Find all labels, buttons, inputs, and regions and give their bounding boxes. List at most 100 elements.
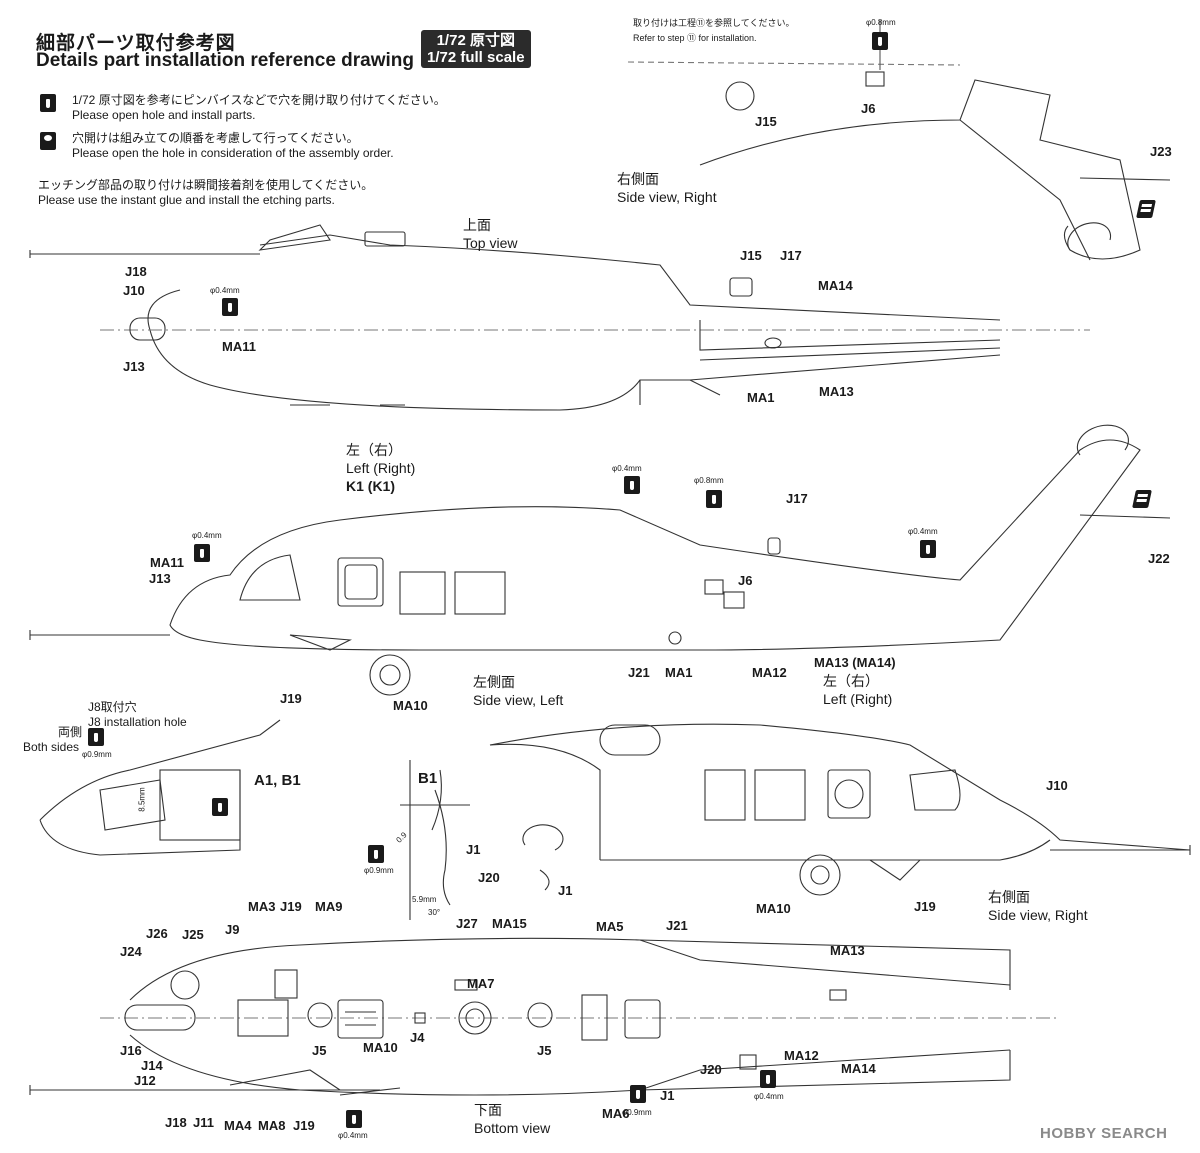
drill-icon: [706, 490, 722, 508]
view-left-right-2-jp: 左（右）: [823, 673, 879, 689]
drill-icon: [368, 845, 384, 863]
drill-size-04-c: φ0.4mm: [908, 527, 938, 536]
scale-jp: 1/72 原寸図: [436, 32, 515, 49]
order-icon: [40, 132, 56, 150]
view-side-right-tail: 右側面 Side view, Right: [617, 170, 717, 206]
drill-icon: [624, 476, 640, 494]
tail-note-jp: 取り付けは工程⑪を参照してください。: [633, 18, 795, 28]
view-side-right-tail-jp: 右側面: [617, 171, 659, 187]
hobby-search-watermark: HOBBY SEARCH: [1040, 1125, 1168, 1142]
tail-right-drawing: [627, 20, 1171, 261]
label-j21: J21: [628, 665, 650, 680]
view-side-right: 右側面 Side view, Right: [988, 888, 1088, 924]
label-j21-bottom: J21: [666, 918, 688, 933]
drill-icon: [222, 298, 238, 316]
label-j15-top: J15: [740, 248, 762, 263]
label-ma10-bottom: MA10: [363, 1040, 398, 1055]
scale-en: 1/72 full scale: [427, 49, 525, 66]
drill-size-08-a: φ0.8mm: [866, 18, 896, 27]
drill-icon: [920, 540, 936, 558]
j8-install: J8取付穴 J8 installation hole: [88, 700, 187, 730]
label-ma4: MA4: [224, 1118, 252, 1133]
note-3-jp: エッチング部品の取り付けは瞬間接着剤を使用してください。: [38, 178, 374, 192]
label-j5-b: J5: [537, 1043, 552, 1058]
label-j14: J14: [141, 1058, 163, 1073]
drill-size-09-c: φ0.9mm: [622, 1108, 652, 1117]
note-1-en: Please open hole and install parts.: [72, 108, 256, 122]
label-ma7: MA7: [467, 976, 495, 991]
view-left-right-2-en: Left (Right): [823, 691, 893, 707]
scale-badge: 1/72 原寸図 1/72 full scale: [421, 30, 531, 68]
side-left-drawing: [29, 424, 1171, 696]
label-j26: J26: [146, 926, 168, 941]
note-2: 穴開けは組み立ての順番を考慮して行ってください。 Please open the…: [72, 131, 394, 161]
view-side-right-jp: 右側面: [988, 889, 1030, 905]
view-bottom-jp: 下面: [474, 1102, 502, 1118]
note-2-en: Please open the hole in consideration of…: [72, 146, 394, 160]
label-ma10: MA10: [393, 698, 428, 713]
both-sides-en: Both sides: [23, 740, 80, 754]
label-j27: J27: [456, 916, 478, 931]
view-left-right-2: 左（右） Left (Right): [823, 672, 892, 708]
label-j1-bottom: J1: [660, 1088, 675, 1103]
view-side-left-en: Side view, Left: [473, 692, 564, 708]
dim-30: 30°: [428, 908, 441, 917]
note-3: エッチング部品の取り付けは瞬間接着剤を使用してください。 Please use …: [38, 178, 373, 208]
dim-59: 5.9mm: [412, 895, 437, 904]
label-ma15: MA15: [492, 916, 527, 931]
label-j17-side: J17: [786, 491, 808, 506]
note-1: 1/72 原寸図を参考にピンバイスなどで穴を開け取り付けてください。 Pleas…: [72, 93, 446, 123]
label-j15: J15: [755, 114, 777, 129]
drill-size-04-f: φ0.4mm: [338, 1131, 368, 1140]
label-j19: J19: [280, 691, 302, 706]
label-ma3: MA3: [248, 899, 276, 914]
top-view-drawing: [29, 224, 1090, 411]
label-ma10-right: MA10: [756, 901, 791, 916]
drill-size-09-a: φ0.9mm: [82, 750, 112, 759]
label-j10-right: J10: [1046, 778, 1068, 793]
label-j1-b: J1: [558, 883, 573, 898]
j8-install-jp: J8取付穴: [88, 700, 137, 714]
view-side-left-jp: 左側面: [473, 674, 515, 690]
drill-size-04-a: φ0.4mm: [210, 286, 240, 295]
title-en: Details part installation reference draw…: [36, 50, 414, 71]
view-top: 上面 Top view: [463, 216, 517, 252]
view-top-en: Top view: [463, 235, 518, 251]
label-ma9: MA9: [315, 899, 343, 914]
tail-note-en: Refer to step ⑪ for installation.: [633, 33, 757, 43]
drill-icon: [88, 728, 104, 746]
label-ma14-bottom: MA14: [841, 1061, 876, 1076]
drill-size-04-d: φ0.4mm: [192, 531, 222, 540]
drill-size-04-b: φ0.4mm: [612, 464, 642, 473]
label-j5-a: J5: [312, 1043, 327, 1058]
j8-install-en: J8 installation hole: [88, 715, 187, 729]
view-bottom-en: Bottom view: [474, 1120, 551, 1136]
label-j25: J25: [182, 927, 204, 942]
drill-size-04-e: φ0.4mm: [754, 1092, 784, 1101]
label-j4: J4: [410, 1030, 425, 1045]
label-ma11: MA11: [222, 339, 256, 354]
label-j24: J24: [120, 944, 142, 959]
tail-note: 取り付けは工程⑪を参照してください。 Refer to step ⑪ for i…: [633, 16, 794, 46]
label-j19-bottom-2: J19: [293, 1118, 315, 1133]
label-j18: J18: [125, 264, 147, 279]
label-j16: J16: [120, 1043, 142, 1058]
drill-icon: [194, 544, 210, 562]
drill-icon: [872, 32, 888, 50]
label-ma13-bottom: MA13: [830, 943, 865, 958]
label-j17: J17: [780, 248, 802, 263]
label-j6: J6: [861, 101, 876, 116]
drill-size-09-b: φ0.9mm: [364, 866, 394, 875]
b1-detail-drawing: [400, 760, 564, 920]
j8-nose-drawing: [39, 719, 281, 856]
note-3-en: Please use the instant glue and install …: [38, 193, 335, 207]
label-ma8: MA8: [258, 1118, 286, 1133]
view-side-right-tail-en: Side view, Right: [617, 189, 717, 205]
view-top-jp: 上面: [463, 217, 491, 233]
label-ma12: MA12: [752, 665, 787, 680]
label-j23: J23: [1150, 144, 1172, 159]
label-j9: J9: [225, 922, 240, 937]
label-j6-side: J6: [738, 573, 753, 588]
label-j19-right: J19: [914, 899, 936, 914]
